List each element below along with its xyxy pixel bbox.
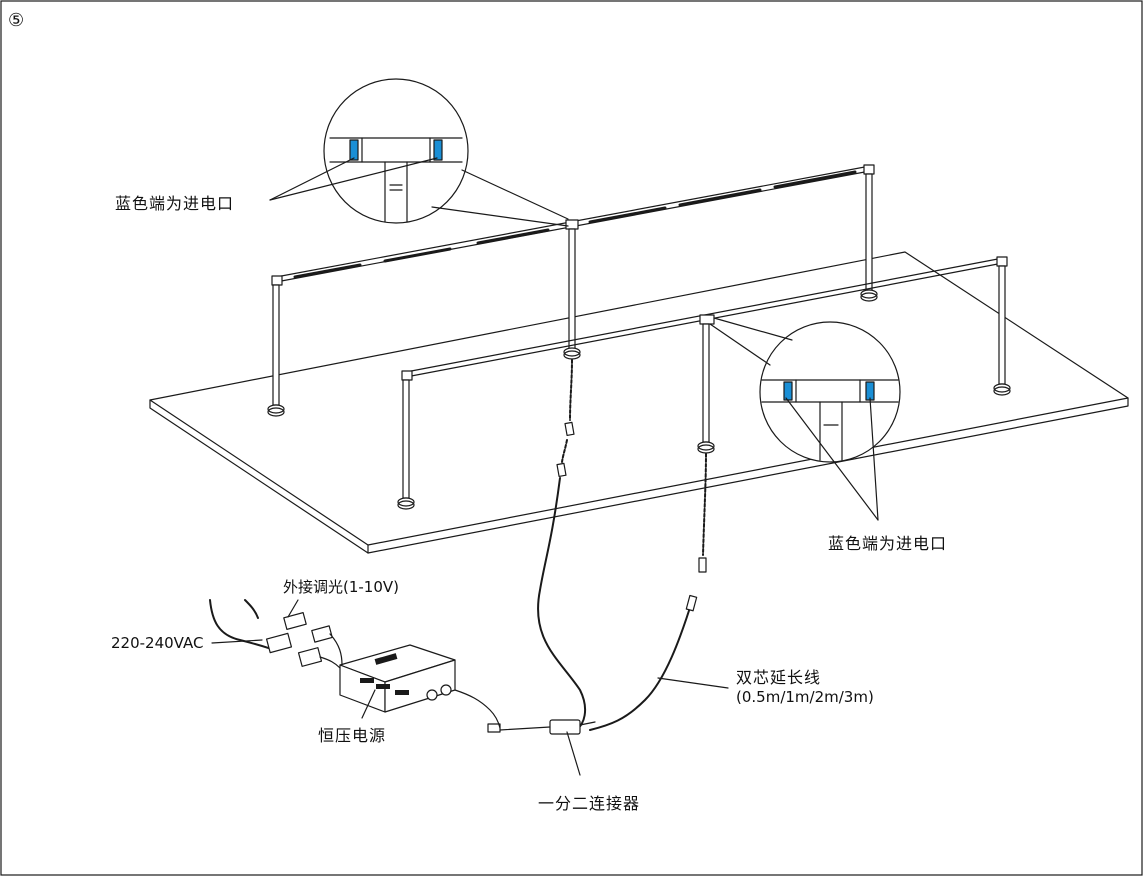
front-light-frame: [397, 256, 1011, 510]
blue-port-right: [433, 139, 443, 161]
leader-extension: [657, 677, 729, 689]
leader-dimming: [287, 599, 299, 618]
label-external-dimming: 外接调光(1-10V): [283, 578, 400, 596]
leader-mains: [211, 639, 263, 644]
leader-power-supply: [361, 689, 376, 719]
cable-front-leg: [589, 453, 707, 731]
zoom-detail-right: [709, 317, 901, 521]
blue-port-left: [349, 139, 359, 161]
label-blue-end-right: 蓝色端为进电口: [828, 534, 948, 553]
splitter-connector: [487, 719, 596, 735]
label-extension-cable-title: 双芯延长线: [736, 668, 822, 687]
back-light-frame: [267, 164, 878, 417]
table-top: [149, 251, 1129, 554]
label-mains-voltage: 220-240VAC: [111, 634, 204, 652]
label-splitter: 一分二连接器: [538, 794, 641, 813]
zoom-detail-top: [269, 78, 569, 227]
label-power-supply: 恒压电源: [318, 726, 387, 745]
power-supply-box: [339, 644, 501, 729]
step-number: ⑤: [8, 10, 25, 31]
mains-input-wires: [209, 599, 343, 669]
label-extension-cable-lengths: (0.5m/1m/2m/3m): [736, 688, 874, 706]
label-blue-end-top: 蓝色端为进电口: [115, 194, 235, 213]
cable-back-leg: [537, 359, 587, 729]
blue-port-right: [865, 381, 875, 401]
blue-port-left: [783, 381, 793, 401]
leader-splitter: [566, 731, 581, 776]
